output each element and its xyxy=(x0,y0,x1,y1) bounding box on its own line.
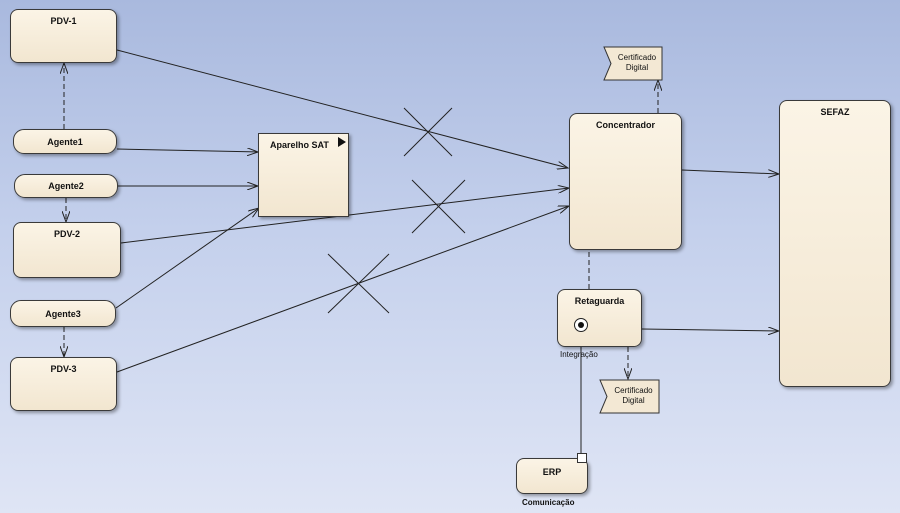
node-sefaz[interactable]: SEFAZ xyxy=(779,100,891,387)
cross-mark-1 xyxy=(403,107,453,157)
node-erp[interactable]: ERP xyxy=(516,458,588,494)
comunicacao-label: Comunicação xyxy=(522,498,575,507)
flow-retaguarda-sefaz xyxy=(641,329,779,331)
play-arrow-icon xyxy=(338,137,346,147)
node-aparelho-sat-label: Aparelho SAT xyxy=(270,140,329,150)
node-retaguarda[interactable]: Retaguarda xyxy=(557,289,642,347)
node-agente2[interactable]: Agente2 xyxy=(14,174,118,198)
cross-mark-2 xyxy=(411,179,466,234)
node-pdv3[interactable]: PDV-3 xyxy=(10,357,117,411)
integracao-port-icon[interactable] xyxy=(574,318,588,332)
certificado-bottom-shape xyxy=(599,379,660,414)
node-agente3-label: Agente3 xyxy=(45,308,81,319)
node-agente1[interactable]: Agente1 xyxy=(13,129,117,154)
certificado-top-shape xyxy=(603,46,663,81)
node-pdv3-label: PDV-3 xyxy=(50,364,77,374)
node-concentrador-label: Concentrador xyxy=(595,120,655,130)
node-pdv2-label: PDV-2 xyxy=(53,229,80,239)
cross-mark-3 xyxy=(327,253,390,314)
node-pdv1[interactable]: PDV-1 xyxy=(10,9,117,63)
node-retaguarda-label: Retaguarda xyxy=(574,296,625,306)
node-agente3[interactable]: Agente3 xyxy=(10,300,116,327)
node-concentrador[interactable]: Concentrador xyxy=(569,113,682,250)
certificado-bottom-text: Certificado Digital xyxy=(614,386,653,405)
flow-agente1-sat xyxy=(116,149,258,152)
integracao-label: Integração xyxy=(560,350,598,359)
node-agente2-label: Agente2 xyxy=(48,181,84,191)
flow-pdv3-concentrador xyxy=(116,206,569,373)
node-agente1-label: Agente1 xyxy=(47,136,83,147)
node-pdv2[interactable]: PDV-2 xyxy=(13,222,121,278)
node-pdv1-label: PDV-1 xyxy=(50,16,77,26)
flow-pdv1-concentrador xyxy=(116,49,568,168)
node-aparelho-sat[interactable]: Aparelho SAT xyxy=(258,133,349,217)
node-erp-label: ERP xyxy=(542,467,562,477)
certificado-top-text: Certificado Digital xyxy=(617,53,657,72)
flow-concentrador-sefaz xyxy=(681,169,779,174)
flow-agente3-sat xyxy=(115,208,259,309)
comunicacao-port-icon[interactable] xyxy=(577,453,587,463)
node-sefaz-label: SEFAZ xyxy=(820,107,850,117)
